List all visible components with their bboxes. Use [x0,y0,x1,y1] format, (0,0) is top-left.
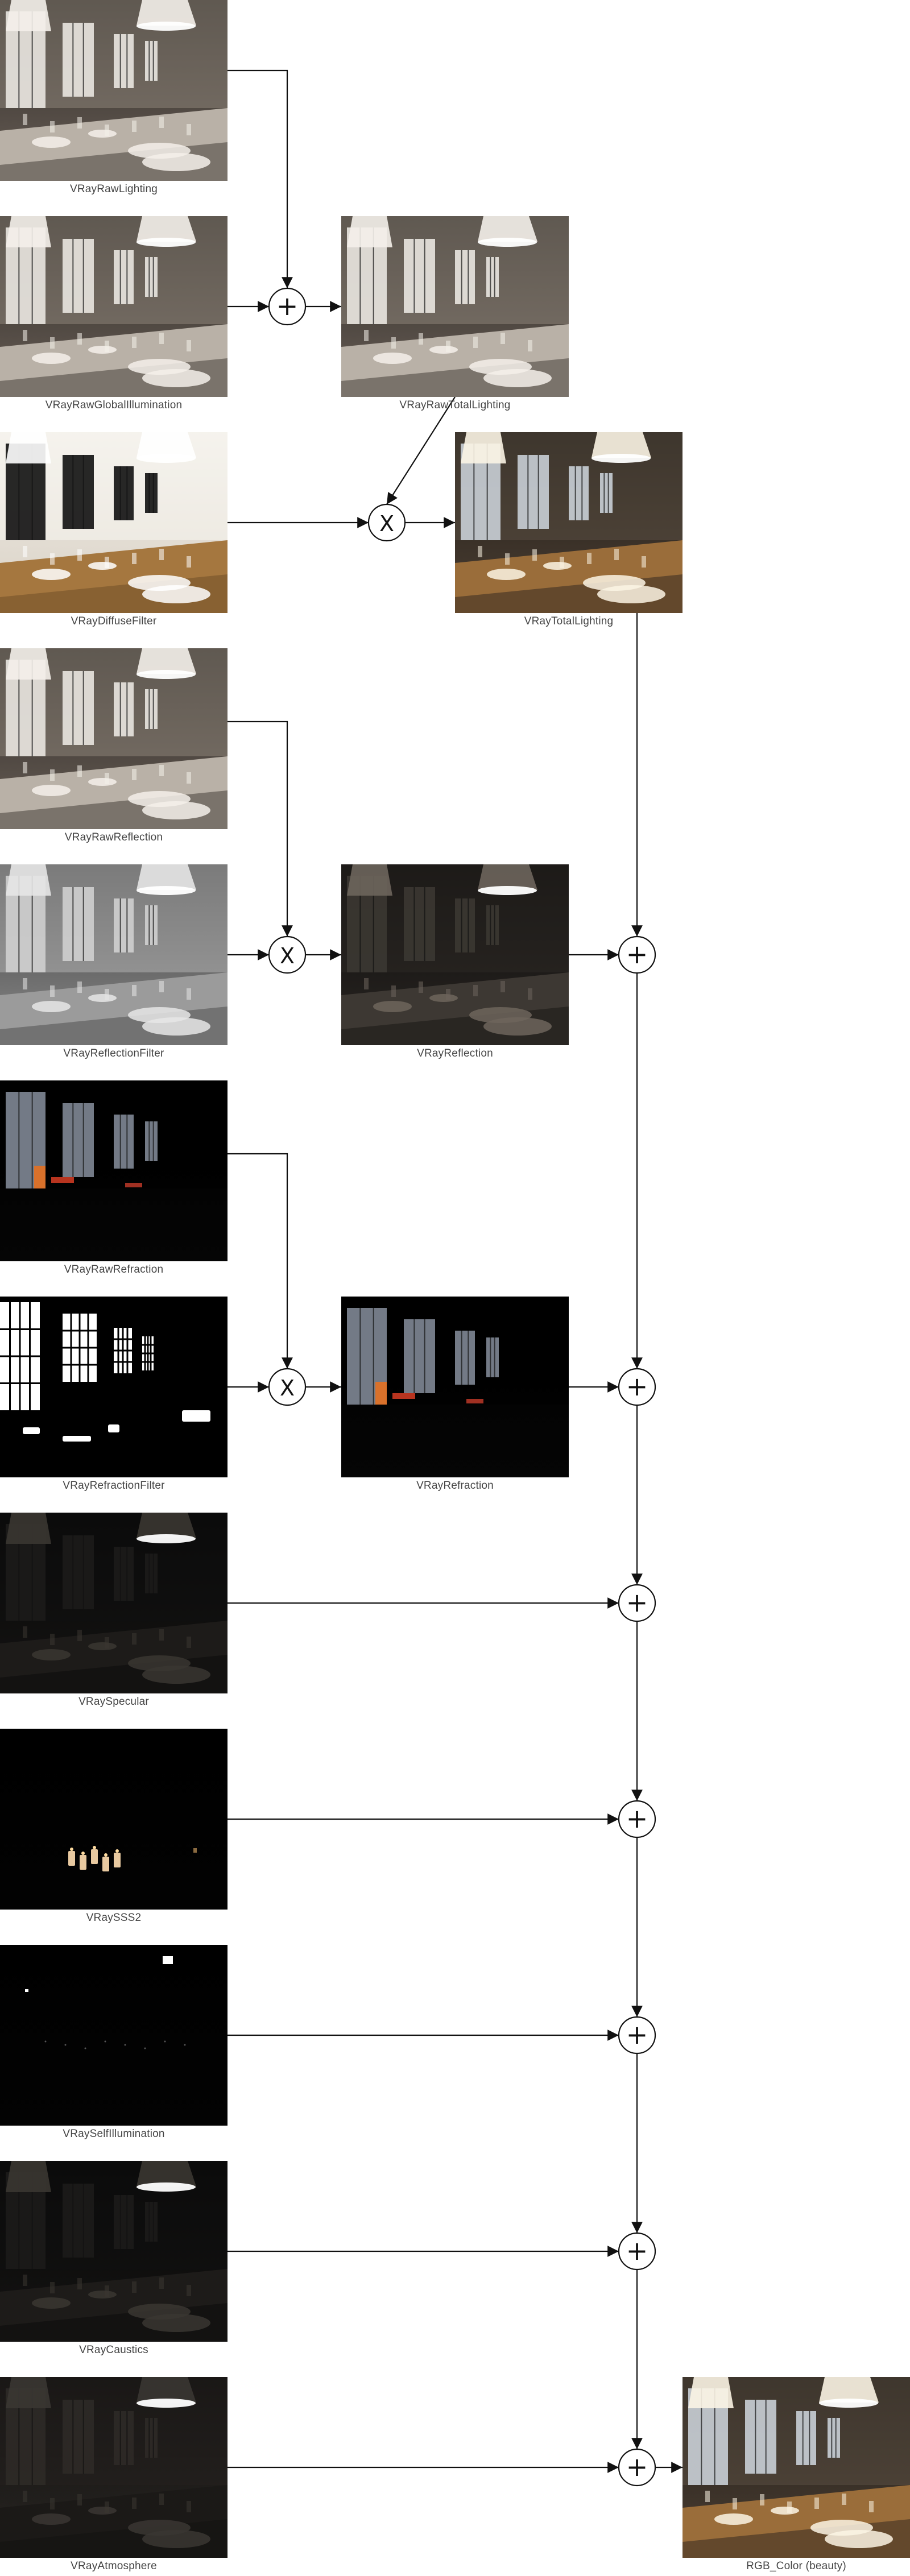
render-pass-image [341,864,569,1045]
render-pass-image [341,1297,569,1477]
render-pass-raw-gi [0,216,228,397]
render-pass-image [0,0,228,181]
operator-op-mul-refraction: X [268,1368,307,1406]
operator-op-add-refraction: + [618,1368,656,1406]
pass-label: VRayTotalLighting [524,615,614,627]
render-pass-image [0,864,228,1045]
render-pass-image [0,432,228,613]
render-pass-refraction [341,1297,569,1477]
wire-raw-total-down [386,396,456,505]
render-pass-image [0,1080,228,1261]
render-pass-diffuse-filter [0,432,228,613]
render-pass-image [341,216,569,397]
operator-symbol: X [379,511,394,536]
render-pass-image [455,432,682,613]
pass-label: VRayCaustics [79,2344,148,2356]
render-pass-atmosphere [0,2377,228,2558]
operator-symbol: + [626,1371,648,1402]
operator-op-mul-diffuse: X [367,503,406,542]
pass-label: VRaySSS2 [86,1912,142,1924]
render-pass-image [0,216,228,397]
render-pass-reflection [341,864,569,1045]
pass-label: VRayAtmosphere [71,2560,157,2572]
pass-label: VRayRawTotalLighting [399,399,511,411]
pass-label: VRayRawRefraction [64,1264,164,1275]
operator-symbol: + [626,2451,648,2482]
operator-op-add-gi: + [268,287,307,326]
pass-label: VRayDiffuseFilter [71,615,157,627]
operator-symbol: X [280,1376,295,1401]
render-pass-image [0,1513,228,1693]
render-pass-refraction-filter [0,1297,228,1477]
pass-label: VRayReflection [417,1047,493,1059]
pass-label: VRaySpecular [78,1696,149,1708]
render-pass-specular [0,1513,228,1693]
render-pass-image [0,1297,228,1477]
render-pass-reflection-filter [0,864,228,1045]
operator-symbol: + [626,939,648,970]
render-pass-total-lighting [455,432,682,613]
pass-label: VRaySelfIllumination [63,2128,165,2140]
pass-label: VRayRawReflection [64,831,163,843]
pass-label: VRayRawGlobalIllumination [45,399,183,411]
pass-label: RGB_Color (beauty) [746,2560,846,2572]
render-pass-beauty [682,2377,910,2558]
render-pass-image [0,2161,228,2342]
render-pass-raw-total-lighting [341,216,569,397]
render-pass-image [0,1729,228,1910]
pass-label: VRayRefractionFilter [63,1480,165,1492]
pass-label: VRayRefraction [416,1480,494,1492]
operator-symbol: + [626,1587,648,1618]
operator-op-add-reflection: + [618,935,656,974]
operator-op-add-caustics: + [618,2232,656,2271]
operator-op-add-sss: + [618,1800,656,1838]
operator-symbol: + [276,291,299,321]
wire-raw-lighting [228,69,293,288]
operator-symbol: X [280,943,295,968]
operator-symbol: + [626,2235,648,2266]
operator-symbol: + [626,2019,648,2050]
operator-op-add-atmosphere: + [618,2448,656,2487]
operator-op-add-selfillum: + [618,2016,656,2055]
render-pass-image [0,2377,228,2558]
render-pass-image [0,1945,228,2126]
operator-op-add-specular: + [618,1584,656,1622]
render-pass-image [682,2377,910,2558]
render-pass-image [0,648,228,829]
render-pass-raw-refraction [0,1080,228,1261]
render-pass-self-illumination [0,1945,228,2126]
wire-raw-reflection [228,720,293,937]
render-pass-caustics [0,2161,228,2342]
pass-label: VRayReflectionFilter [63,1047,164,1059]
render-pass-sss2 [0,1729,228,1910]
render-pass-raw-lighting [0,0,228,181]
render-pass-raw-reflection [0,648,228,829]
operator-symbol: + [626,1803,648,1834]
wire-raw-refraction [228,1153,293,1369]
operator-op-mul-reflection: X [268,935,307,974]
pass-label: VRayRawLighting [69,183,158,195]
